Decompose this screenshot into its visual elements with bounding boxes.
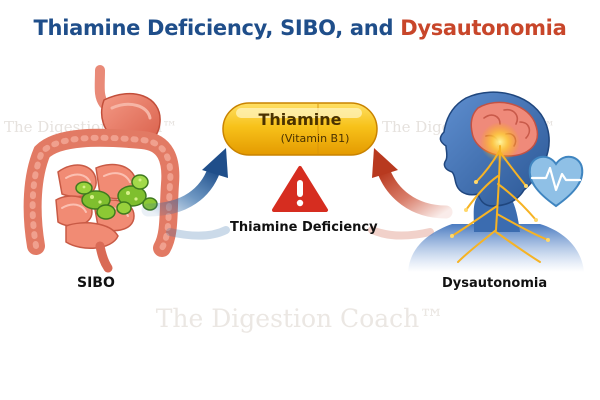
page-title: Thiamine Deficiency, SIBO, and Dysautono… bbox=[0, 16, 600, 40]
title-part-2: Dysautonomia bbox=[400, 16, 567, 40]
arrow-dysautonomia-to-thiamine bbox=[372, 148, 453, 219]
arrow-right-tail bbox=[368, 226, 434, 240]
digestive-system-illustration bbox=[23, 65, 180, 273]
title-part-1: Thiamine Deficiency, SIBO, and bbox=[33, 16, 401, 40]
label-dysautonomia: Dysautonomia bbox=[442, 276, 548, 291]
thiamine-capsule bbox=[222, 102, 378, 156]
capsule-title: Thiamine bbox=[258, 110, 342, 129]
capsule-subtitle: (Vitamin B1) bbox=[280, 132, 350, 145]
watermark-bottom: The Digestion Coach™ bbox=[155, 304, 445, 333]
warning-triangle-icon bbox=[272, 166, 328, 212]
human-head-illustration bbox=[408, 91, 584, 272]
label-sibo: SIBO bbox=[77, 275, 115, 291]
heart-pulse-icon bbox=[528, 155, 584, 208]
brain-glow bbox=[480, 122, 520, 162]
arrow-left-tail bbox=[166, 226, 230, 240]
arrow-sibo-to-thiamine bbox=[141, 148, 228, 217]
label-thiamine-deficiency: Thiamine Deficiency bbox=[230, 220, 378, 235]
